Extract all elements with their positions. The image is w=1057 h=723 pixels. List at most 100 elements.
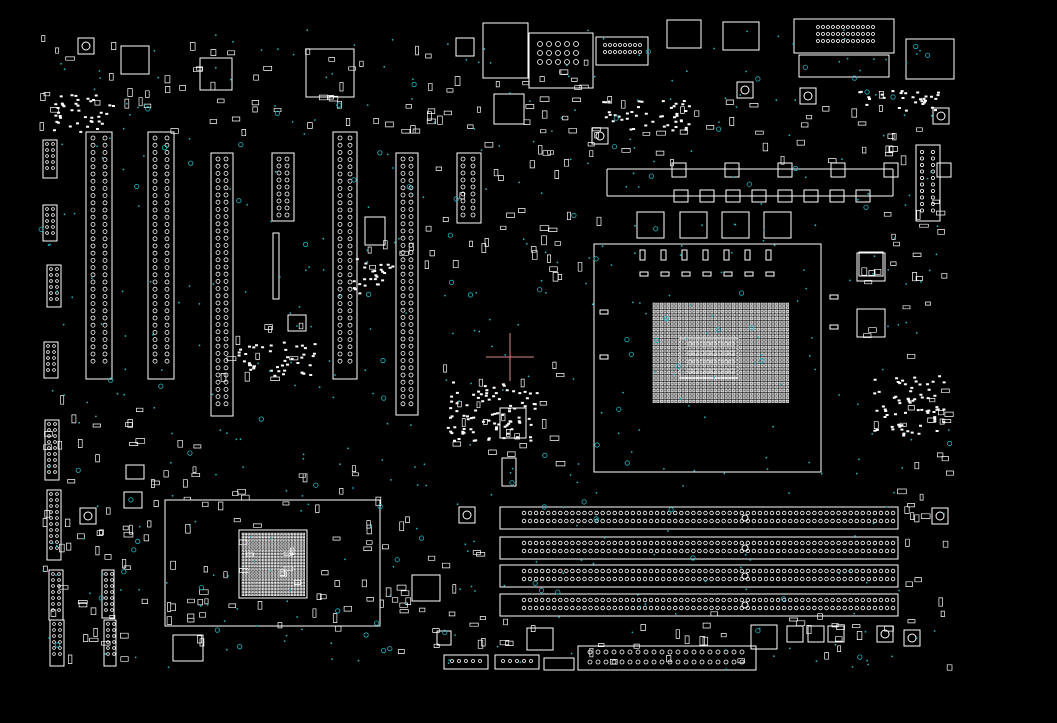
small-component <box>123 491 143 509</box>
vrm-mosfet <box>725 189 741 203</box>
socket-cap <box>639 249 646 261</box>
tact-switch <box>799 87 817 105</box>
pin-header <box>42 139 58 179</box>
socket-cap <box>660 271 670 277</box>
socket-cap <box>829 324 839 330</box>
socket-cap <box>639 271 649 277</box>
front-panel-pins <box>587 649 745 665</box>
switch-dome <box>83 511 93 521</box>
crosshair-cursor <box>486 333 534 381</box>
switch-dome <box>81 41 91 51</box>
socket-cap <box>660 249 667 261</box>
socket-cap <box>599 354 609 360</box>
dimm-slot <box>499 593 899 617</box>
vga-pins <box>816 25 875 43</box>
ic-package <box>499 407 527 439</box>
pin-header <box>101 569 115 619</box>
header-pins <box>45 207 55 235</box>
header-pins <box>45 142 55 170</box>
ic-package <box>199 57 233 91</box>
vrm-choke <box>671 162 687 178</box>
switch-dome <box>907 633 917 643</box>
via-dots <box>42 29 950 671</box>
vrm-inductor <box>679 211 708 239</box>
dimm-slot <box>499 506 899 530</box>
rear-io-port <box>798 54 890 78</box>
vrm-mosfet <box>751 189 767 203</box>
ic-package <box>501 457 517 487</box>
switch-dome <box>880 629 890 639</box>
tact-switch <box>458 506 476 524</box>
small-component <box>827 625 845 643</box>
switch-dome <box>462 510 472 520</box>
via-rings <box>38 43 953 660</box>
pcie-slot-pins <box>400 156 414 407</box>
vrm-mosfet <box>855 189 871 203</box>
pin-header <box>46 264 62 308</box>
bottom-header-pins <box>450 659 482 663</box>
pcie-slot-pins <box>152 135 170 364</box>
socket-cap <box>702 271 712 277</box>
pcie-slot <box>147 131 175 380</box>
dimm-key <box>741 514 749 522</box>
ic-package <box>172 634 204 662</box>
small-component <box>125 464 145 480</box>
component-outlines <box>42 18 955 671</box>
tact-switch <box>591 127 609 145</box>
small-component <box>786 625 804 643</box>
pin-header <box>915 144 941 222</box>
rear-io-port <box>722 21 760 51</box>
ic-package <box>411 574 441 602</box>
ic-package <box>750 624 778 650</box>
header-pins <box>49 267 59 301</box>
vias <box>38 29 953 671</box>
header-pins <box>106 622 116 656</box>
vrm-mosfet <box>673 189 689 203</box>
pcie-slot <box>210 152 234 417</box>
socket-cap <box>829 294 839 300</box>
dimm-slot-pins <box>521 568 896 582</box>
dimm-key <box>741 572 749 580</box>
dimm-key <box>741 544 749 552</box>
vrm-inductor <box>636 211 665 239</box>
cpu-land-grid <box>652 302 789 403</box>
socket-cap <box>681 271 691 277</box>
rear-io-port <box>528 32 594 89</box>
pcie-slot-pins <box>337 135 353 364</box>
cpu-socket <box>593 243 822 473</box>
chipset-bga <box>238 529 308 599</box>
tact-switch <box>876 625 894 643</box>
pcie-x1-slot <box>271 152 295 222</box>
pcie-slot <box>85 131 113 380</box>
pin-header <box>42 204 58 242</box>
socket-cap <box>681 249 688 261</box>
pin-header <box>43 341 59 379</box>
ic-package <box>493 93 525 125</box>
header-pins <box>920 150 936 213</box>
ic-package <box>858 251 884 277</box>
socket-cap <box>702 249 709 261</box>
cpu-center-pads <box>687 341 735 374</box>
ic-package <box>287 314 307 332</box>
vrm-choke <box>883 162 899 178</box>
header-pins <box>51 572 61 612</box>
header-pins <box>49 492 59 550</box>
vrm-mosfet <box>699 189 715 203</box>
socket-cap <box>723 271 733 277</box>
vrm-inductor <box>856 252 886 282</box>
pcie-x1-pins <box>460 156 476 218</box>
ic-package <box>526 627 554 651</box>
vrm-mosfet <box>803 189 819 203</box>
component-pads <box>39 25 954 671</box>
vrm-mosfet <box>829 189 845 203</box>
pcie-slot <box>395 152 419 416</box>
switch-dome <box>803 91 813 101</box>
socket-cap <box>723 249 730 261</box>
rear-io-port <box>595 36 649 66</box>
dimm-slot <box>499 564 899 588</box>
bottom-header-pins <box>501 659 533 663</box>
tact-switch <box>79 507 97 525</box>
vrm-inductor <box>763 211 792 239</box>
tact-switch <box>903 629 921 647</box>
